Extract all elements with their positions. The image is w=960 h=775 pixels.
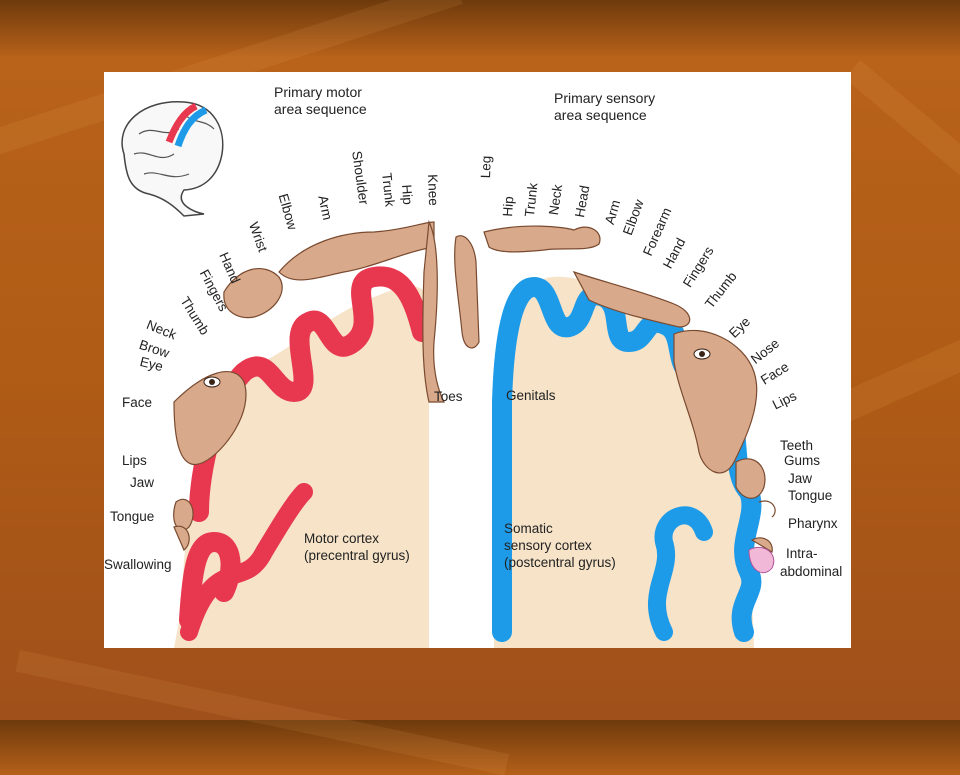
sensory-label-pharynx: Pharynx: [788, 516, 838, 531]
sensory-label-tongue: Tongue: [788, 488, 833, 503]
motor-homunculus: [173, 219, 445, 551]
motor-label-lips: Lips: [122, 453, 147, 468]
sensory-label-abdominal: abdominal: [780, 564, 843, 579]
motor-label-toes: Toes: [434, 389, 463, 404]
sensory-heading-line: area sequence: [554, 107, 647, 123]
background-streak: [15, 650, 510, 775]
motor-cortex-caption: Motor cortex (precentral gyrus): [304, 530, 410, 564]
eye-icon: [203, 348, 711, 388]
sensory-cortex-caption: Somatic sensory cortex (postcentral gyru…: [504, 520, 616, 571]
motor-label-swallowing: Swallowing: [104, 557, 172, 572]
motor-label-hip: Hip: [399, 184, 416, 206]
sensory-homunculus: [454, 225, 776, 553]
sensory-label-jaw: Jaw: [788, 471, 813, 486]
sensory-heading: Primary sensory area sequence: [554, 90, 655, 124]
sensory-label-genitals: Genitals: [506, 388, 556, 403]
sensory-label-leg: Leg: [478, 155, 494, 179]
sensory-cortex-caption-line: Somatic: [504, 521, 553, 536]
sensory-cortex-caption-line: (postcentral gyrus): [504, 555, 616, 570]
sensory-label-intra: Intra-: [786, 546, 818, 561]
intra-abdominal-icon: [748, 546, 775, 573]
motor-heading-line: Primary motor: [274, 84, 362, 100]
sensory-label-teeth: Teeth: [780, 438, 814, 453]
motor-label-tongue: Tongue: [110, 509, 155, 524]
sensory-cortex-caption-line: sensory cortex: [504, 538, 592, 553]
motor-label-jaw: Jaw: [130, 475, 155, 490]
brain-icon: [121, 101, 224, 217]
motor-heading: Primary motor area sequence: [274, 84, 367, 118]
background-streak: [844, 60, 960, 207]
motor-label-face: Face: [122, 395, 153, 410]
motor-cortex: [174, 266, 432, 648]
homunculus-diagram: [121, 101, 776, 648]
sensory-label-gums: Gums: [784, 453, 821, 468]
motor-cortex-caption-line: (precentral gyrus): [304, 548, 410, 563]
motor-cortex-caption-line: Motor cortex: [304, 531, 380, 546]
motor-label-knee: Knee: [425, 174, 442, 207]
sensory-label-hip: Hip: [500, 195, 517, 218]
sensory-heading-line: Primary sensory: [554, 90, 656, 106]
diagram-slide: Primary motor area sequence Primary sens…: [104, 72, 851, 648]
motor-heading-line: area sequence: [274, 101, 367, 117]
